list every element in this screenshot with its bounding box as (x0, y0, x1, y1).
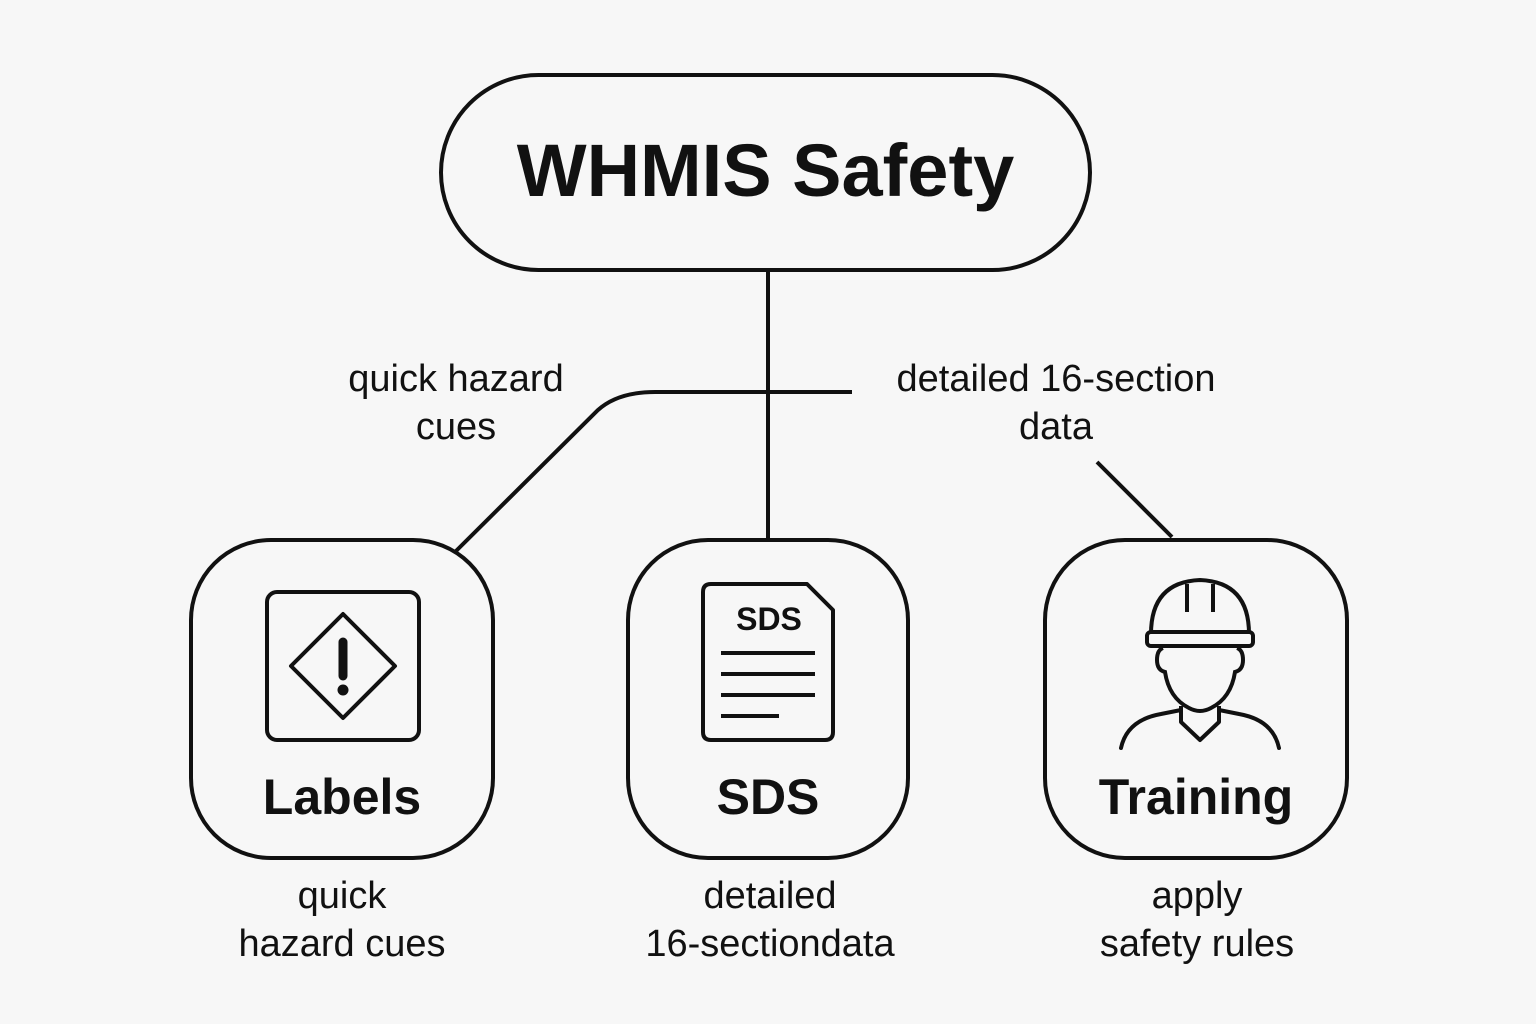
connector-labels (453, 390, 852, 554)
warning-sign-icon (265, 590, 421, 742)
node-label-labels: Labels (262, 769, 422, 825)
node-label-training: Training (1098, 769, 1294, 825)
worker-hardhat-icon (1119, 577, 1281, 750)
node-training: Training (1043, 538, 1349, 860)
node-labels: Labels (189, 538, 495, 860)
edge-label-left: quick hazard cues (348, 358, 564, 448)
root-node: WHMIS Safety (439, 73, 1092, 272)
caption-training: apply safety rules (1099, 875, 1295, 965)
sds-document-icon: SDS (701, 582, 835, 742)
sds-icon-text: SDS (736, 601, 802, 637)
caption-labels: quick hazard cues (238, 875, 446, 965)
edge-label-right: detailed 16-section data (896, 358, 1216, 448)
root-title: WHMIS Safety (516, 129, 1015, 212)
connector-training (1095, 460, 1174, 539)
node-label-sds: SDS (716, 769, 820, 825)
caption-sds: detailed 16-sectiondata (645, 875, 895, 965)
node-sds: SDS SDS (626, 538, 910, 860)
